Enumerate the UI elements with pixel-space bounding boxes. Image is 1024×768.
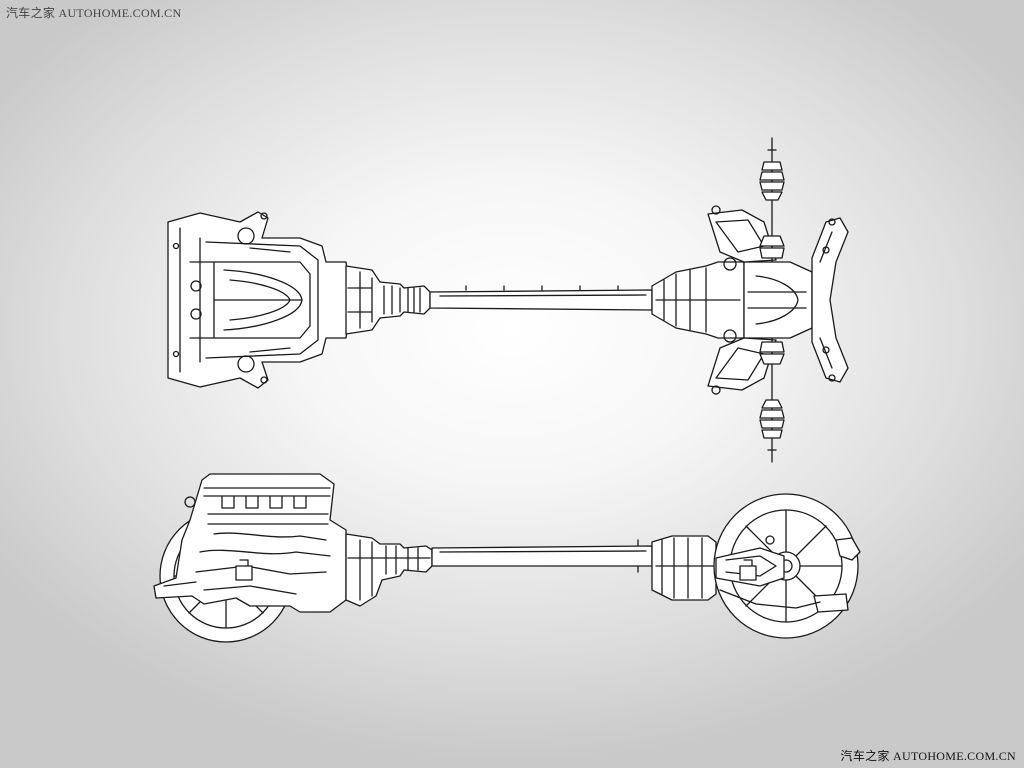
transmission-top-view	[345, 265, 431, 335]
engine-side-view	[153, 473, 347, 613]
side-view	[153, 473, 861, 643]
rear-axle-top-view	[651, 205, 849, 395]
halfshaft-top	[759, 137, 785, 263]
halfshaft-bottom	[759, 337, 785, 463]
rear-wheel-side-view	[713, 493, 861, 639]
transmission-side-view	[345, 533, 433, 607]
propshaft-side-view	[431, 539, 653, 573]
top-view	[167, 137, 849, 463]
watermark-bottom-right: 汽车之家 AUTOHOME.COM.CN	[840, 749, 1016, 763]
rear-axle-side-view	[651, 535, 717, 601]
engine-top-view	[167, 211, 351, 389]
watermark-top-left: 汽车之家 AUTOHOME.COM.CN	[6, 6, 182, 20]
propshaft-top-view	[429, 285, 653, 311]
